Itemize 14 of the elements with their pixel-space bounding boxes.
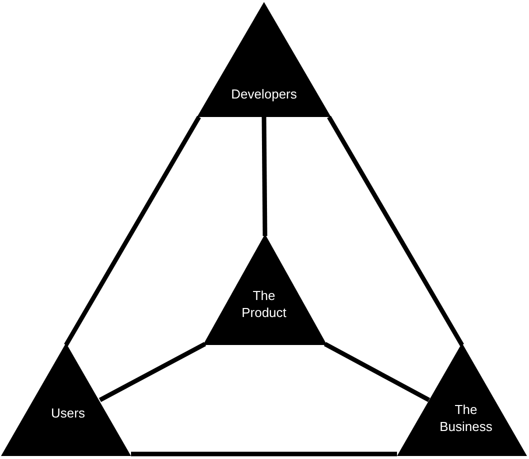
triangle-node <box>203 234 327 345</box>
connector-line <box>324 342 430 402</box>
connector-line <box>262 116 268 236</box>
node-label: The Product <box>240 287 288 321</box>
connector-line <box>131 452 397 456</box>
triangle-node <box>197 2 331 117</box>
node-label: Users <box>51 404 85 422</box>
connector-line <box>327 116 464 346</box>
connector-line <box>64 116 201 346</box>
connector-line <box>98 342 206 402</box>
node-label: Developers <box>231 86 297 102</box>
triangle-node <box>1 343 131 456</box>
triangle-node <box>397 343 527 456</box>
node-label: The Business <box>438 401 494 435</box>
